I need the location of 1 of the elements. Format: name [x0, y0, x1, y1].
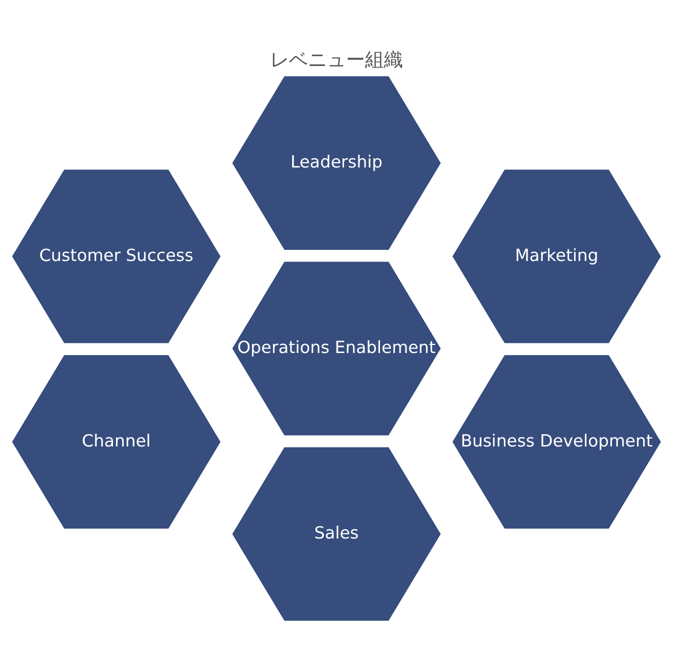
diagram-title: レベニュー組織 — [270, 48, 403, 71]
